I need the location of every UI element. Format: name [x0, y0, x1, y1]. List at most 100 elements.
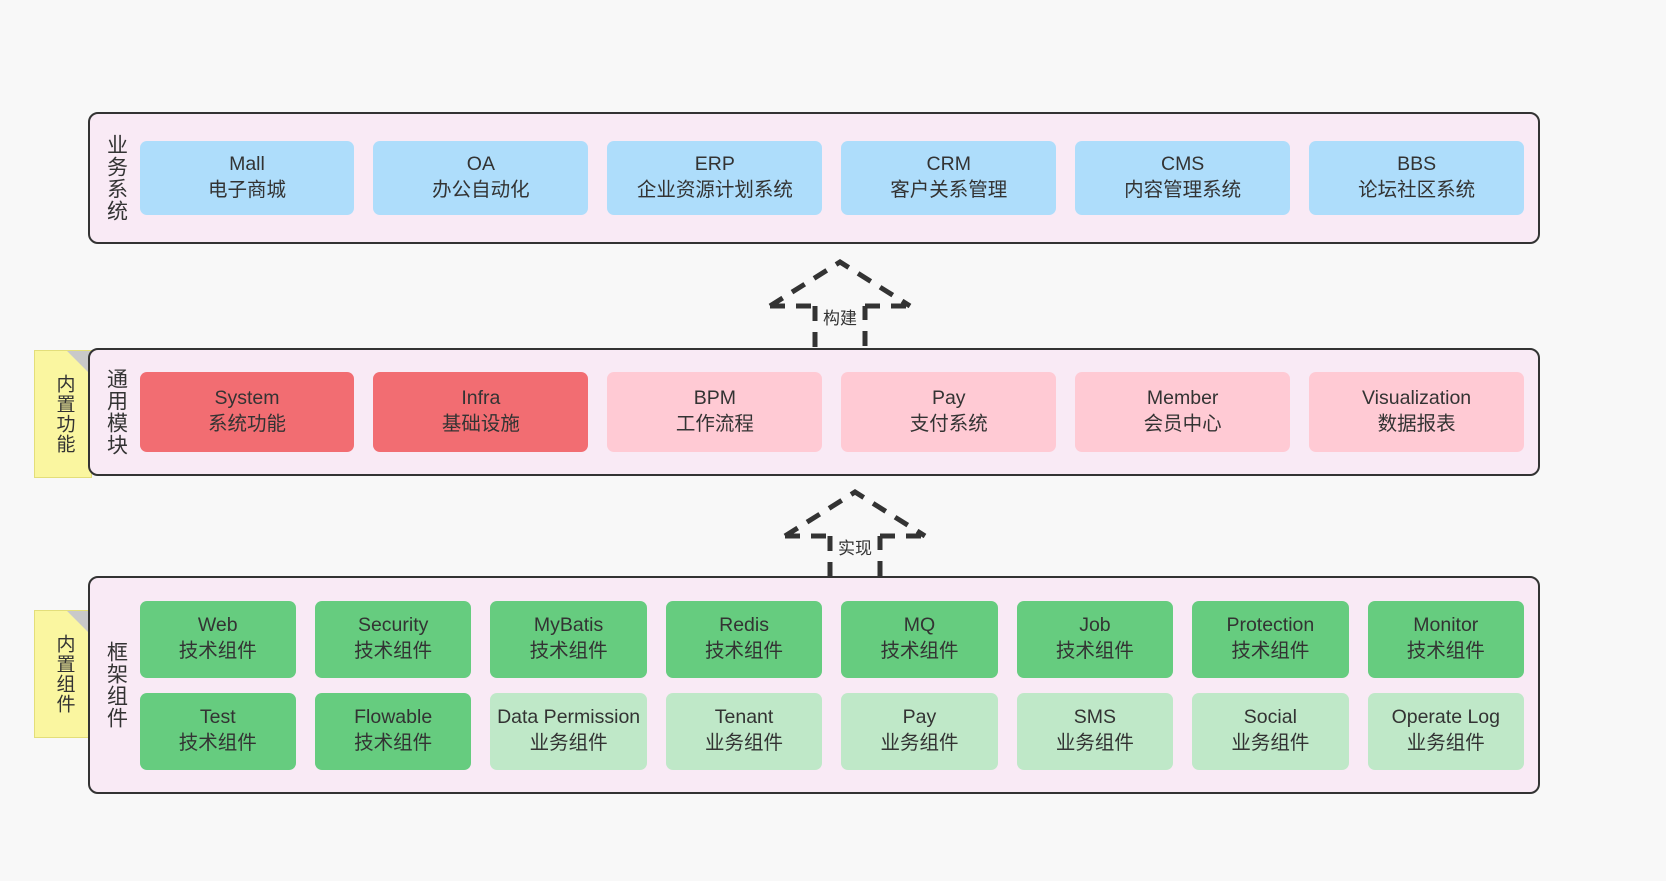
- card-title: CMS: [1160, 153, 1205, 176]
- tab-builtin-components-label: 内置组件: [53, 634, 75, 714]
- tab-builtin-features: 内置功能: [34, 350, 92, 478]
- card-subtitle: 技术组件: [1055, 640, 1134, 662]
- card-subtitle: 业务组件: [1055, 732, 1134, 754]
- card-title: MQ: [903, 614, 936, 637]
- framework-card-redis[interactable]: Redis 技术组件: [665, 600, 823, 678]
- business-card-cms[interactable]: CMS 内容管理系统: [1075, 141, 1291, 215]
- card-subtitle: 电子商城: [207, 179, 286, 201]
- module-card-infra[interactable]: Infra 基础设施: [373, 372, 589, 452]
- framework-card-pay[interactable]: Pay 业务组件: [841, 692, 998, 770]
- card-title: CRM: [926, 153, 971, 176]
- card-title: OA: [466, 153, 495, 176]
- card-title: BPM: [693, 387, 736, 410]
- framework-row-business: Test 技术组件 Flowable 技术组件 Data Permission …: [139, 692, 1525, 770]
- card-title: Security: [357, 614, 429, 637]
- card-subtitle: 技术组件: [705, 640, 784, 662]
- tab-builtin-features-label: 内置功能: [53, 374, 75, 454]
- card-title: SMS: [1073, 706, 1117, 729]
- card-subtitle: 系统功能: [207, 413, 286, 435]
- framework-card-job[interactable]: Job 技术组件: [1016, 600, 1174, 678]
- framework-card-web[interactable]: Web 技术组件: [139, 600, 296, 678]
- card-subtitle: 客户关系管理: [890, 179, 1008, 201]
- card-title: MyBatis: [533, 614, 604, 637]
- layer-business-systems: 业务系统 Mall 电子商城 OA 办公自动化 ERP 企业资源计划系统 CRM…: [88, 112, 1540, 244]
- module-card-pay[interactable]: Pay 支付系统: [841, 372, 1057, 452]
- framework-card-protection[interactable]: Protection 技术组件: [1192, 600, 1349, 678]
- connector-realize-label: 实现: [838, 539, 872, 558]
- card-title: Social: [1243, 706, 1297, 729]
- connector-realize: 实现: [775, 488, 935, 583]
- card-title: ERP: [694, 153, 735, 176]
- tab-builtin-components: 内置组件: [34, 610, 92, 738]
- card-subtitle: 技术组件: [354, 640, 433, 662]
- card-title: Member: [1146, 387, 1219, 410]
- framework-card-tenant[interactable]: Tenant 业务组件: [665, 692, 823, 770]
- module-card-bpm[interactable]: BPM 工作流程: [607, 372, 823, 452]
- card-subtitle: 会员中心: [1143, 413, 1222, 435]
- page-fold-icon: [67, 351, 91, 375]
- layer-framework-label: 框架组件: [104, 641, 128, 729]
- framework-card-operate-log[interactable]: Operate Log 业务组件: [1367, 692, 1525, 770]
- card-subtitle: 技术组件: [178, 732, 257, 754]
- card-title: Monitor: [1413, 614, 1479, 637]
- framework-card-monitor[interactable]: Monitor 技术组件: [1367, 600, 1525, 678]
- business-card-mall[interactable]: Mall 电子商城: [139, 141, 355, 215]
- business-card-list: Mall 电子商城 OA 办公自动化 ERP 企业资源计划系统 CRM 客户关系…: [134, 141, 1538, 215]
- card-subtitle: 论坛社区系统: [1358, 179, 1476, 201]
- card-subtitle: 业务组件: [529, 732, 608, 754]
- connector-build-label: 构建: [823, 309, 857, 328]
- module-card-member[interactable]: Member 会员中心: [1075, 372, 1291, 452]
- dashed-generalization-arrow-icon: [768, 259, 912, 353]
- page-fold-icon: [67, 611, 91, 635]
- card-subtitle: 工作流程: [675, 413, 754, 435]
- card-subtitle: 企业资源计划系统: [636, 179, 793, 201]
- card-subtitle: 技术组件: [529, 640, 608, 662]
- card-title: Mall: [229, 153, 265, 176]
- card-subtitle: 基础设施: [441, 413, 520, 435]
- card-title: Protection: [1226, 614, 1315, 637]
- card-subtitle: 内容管理系统: [1124, 179, 1242, 201]
- layer-general-modules: 通用模块 System 系统功能 Infra 基础设施 BPM 工作流程 Pay…: [88, 348, 1540, 476]
- card-subtitle: 办公自动化: [432, 179, 530, 201]
- card-title: Test: [199, 706, 236, 729]
- layer-modules-label: 通用模块: [104, 368, 128, 456]
- business-card-oa[interactable]: OA 办公自动化: [373, 141, 589, 215]
- card-subtitle: 业务组件: [1406, 732, 1485, 754]
- framework-card-test[interactable]: Test 技术组件: [139, 692, 296, 770]
- module-card-list: System 系统功能 Infra 基础设施 BPM 工作流程 Pay 支付系统…: [134, 372, 1538, 452]
- card-subtitle: 技术组件: [1406, 640, 1485, 662]
- card-title: Operate Log: [1391, 706, 1500, 729]
- card-subtitle: 业务组件: [880, 732, 959, 754]
- card-title: Tenant: [714, 706, 774, 729]
- card-subtitle: 技术组件: [880, 640, 959, 662]
- card-title: Pay: [931, 387, 966, 410]
- business-card-bbs[interactable]: BBS 论坛社区系统: [1309, 141, 1525, 215]
- business-card-erp[interactable]: ERP 企业资源计划系统: [607, 141, 823, 215]
- business-card-crm[interactable]: CRM 客户关系管理: [841, 141, 1057, 215]
- card-title: Web: [197, 614, 238, 637]
- card-title: Infra: [461, 387, 501, 410]
- framework-card-mq[interactable]: MQ 技术组件: [841, 600, 998, 678]
- card-subtitle: 技术组件: [178, 640, 257, 662]
- framework-card-sms[interactable]: SMS 业务组件: [1016, 692, 1174, 770]
- framework-card-mybatis[interactable]: MyBatis 技术组件: [490, 600, 647, 678]
- layer-framework-components: 框架组件 Web 技术组件 Security 技术组件 MyBatis 技术组件…: [88, 576, 1540, 794]
- card-subtitle: 业务组件: [705, 732, 784, 754]
- connector-build: 构建: [760, 258, 920, 353]
- module-card-system[interactable]: System 系统功能: [139, 372, 355, 452]
- framework-row-tech: Web 技术组件 Security 技术组件 MyBatis 技术组件 Redi…: [139, 600, 1525, 678]
- card-subtitle: 技术组件: [354, 732, 433, 754]
- card-subtitle: 业务组件: [1231, 732, 1310, 754]
- framework-card-flowable[interactable]: Flowable 技术组件: [314, 692, 472, 770]
- card-title: Visualization: [1362, 387, 1472, 410]
- card-title: System: [214, 387, 280, 410]
- framework-card-social[interactable]: Social 业务组件: [1192, 692, 1349, 770]
- dashed-generalization-arrow-icon: [783, 489, 927, 583]
- card-title: Job: [1079, 614, 1111, 637]
- framework-card-security[interactable]: Security 技术组件: [314, 600, 472, 678]
- card-title: BBS: [1397, 153, 1437, 176]
- framework-card-data-permission[interactable]: Data Permission 业务组件: [490, 692, 647, 770]
- framework-grid: Web 技术组件 Security 技术组件 MyBatis 技术组件 Redi…: [134, 600, 1538, 770]
- module-card-visualization[interactable]: Visualization 数据报表: [1309, 372, 1525, 452]
- card-subtitle: 数据报表: [1377, 413, 1456, 435]
